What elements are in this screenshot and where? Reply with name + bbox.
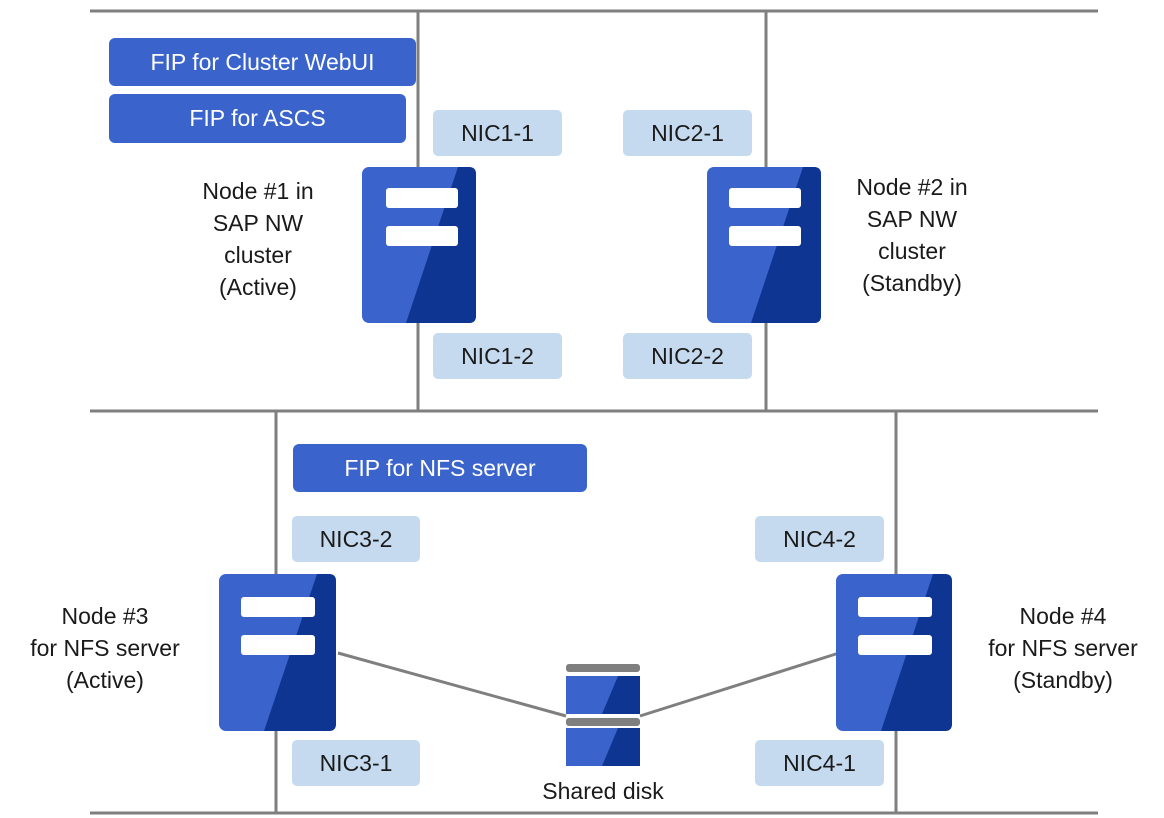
node1-label-line: (Active) [219,274,297,300]
node4-label-line: for NFS server [988,635,1138,661]
nic2-2-label: NIC2-2 [623,333,752,379]
server-icon [707,167,821,323]
nic2-1-label: NIC2-1 [623,110,752,156]
shared-disk-label: Shared disk [542,778,664,804]
nic1-2-label: NIC1-2 [433,333,562,379]
fip-ascs: FIP for ASCS [109,94,406,143]
nic3-1-label: NIC3-1 [292,740,420,786]
node3-label-line: Node #3 [61,603,149,629]
nic3-2-label: NIC3-2 [292,516,420,562]
node4-label-line: Node #4 [1019,603,1107,629]
node2-label: Node #2 in SAP NW cluster (Standby) [822,171,1002,299]
server-icon [362,167,476,323]
fip-cluster-webui: FIP for Cluster WebUI [109,38,416,86]
node2-label-line: Node #2 in [856,174,968,200]
node2-label-line: cluster [878,238,946,264]
nic4-1-label: NIC4-1 [755,740,884,786]
node4-label: Node #4 for NFS server (Standby) [962,600,1164,696]
nic4-2-label: NIC4-2 [755,516,884,562]
node3-disk-link [337,651,567,718]
node4-disk-link [639,651,840,718]
node2-label-line: SAP NW [866,206,958,232]
server-icon [836,574,952,731]
server-icon [219,574,336,731]
fip-nfs-server: FIP for NFS server [293,444,587,492]
node1-label-line: Node #1 in [202,178,314,204]
shared-disk-icon [566,664,640,766]
node1-label: Node #1 in SAP NW cluster (Active) [168,175,348,303]
nic1-1-label: NIC1-1 [433,110,562,156]
node4-label-line: (Standby) [1013,667,1113,693]
node3-label-line: for NFS server [30,635,180,661]
node1-label-line: cluster [224,242,292,268]
node3-label-line: (Active) [66,667,144,693]
node1-label-line: SAP NW [212,210,304,236]
node3-label: Node #3 for NFS server (Active) [0,600,210,696]
node2-label-line: (Standby) [862,270,962,296]
